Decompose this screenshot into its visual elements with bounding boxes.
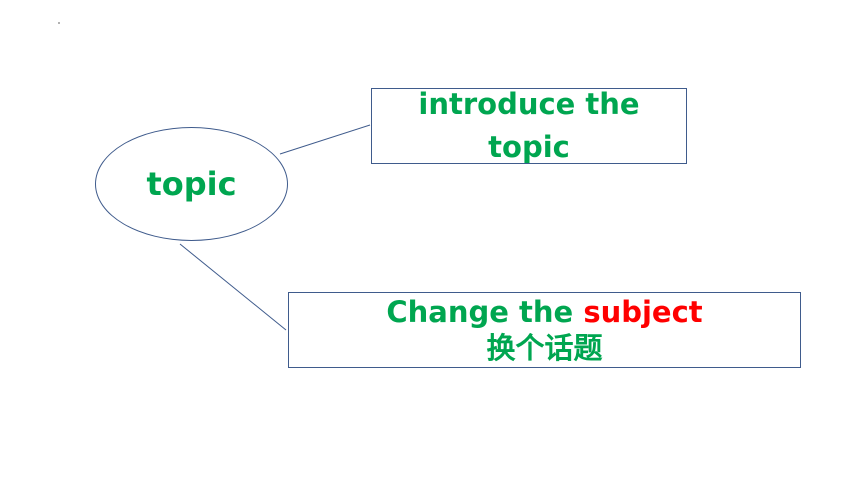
- subject-highlight-text: subject: [583, 295, 703, 329]
- introduce-line-2: topic: [488, 130, 570, 164]
- stray-dot: [58, 22, 60, 24]
- introduce-line-1: introduce the: [418, 87, 640, 121]
- connector-to-introduce: [279, 124, 371, 155]
- connector-to-change-subject: [179, 243, 287, 331]
- change-subject-box: Change the subject 换个话题: [288, 292, 801, 368]
- change-the-text: Change the: [386, 295, 584, 329]
- topic-node-label: topic: [146, 165, 237, 203]
- change-subject-line: Change the subject: [386, 294, 702, 330]
- topic-node: topic: [95, 127, 288, 241]
- chinese-translation: 换个话题: [486, 331, 603, 365]
- introduce-topic-box: introduce the topic: [371, 87, 687, 164]
